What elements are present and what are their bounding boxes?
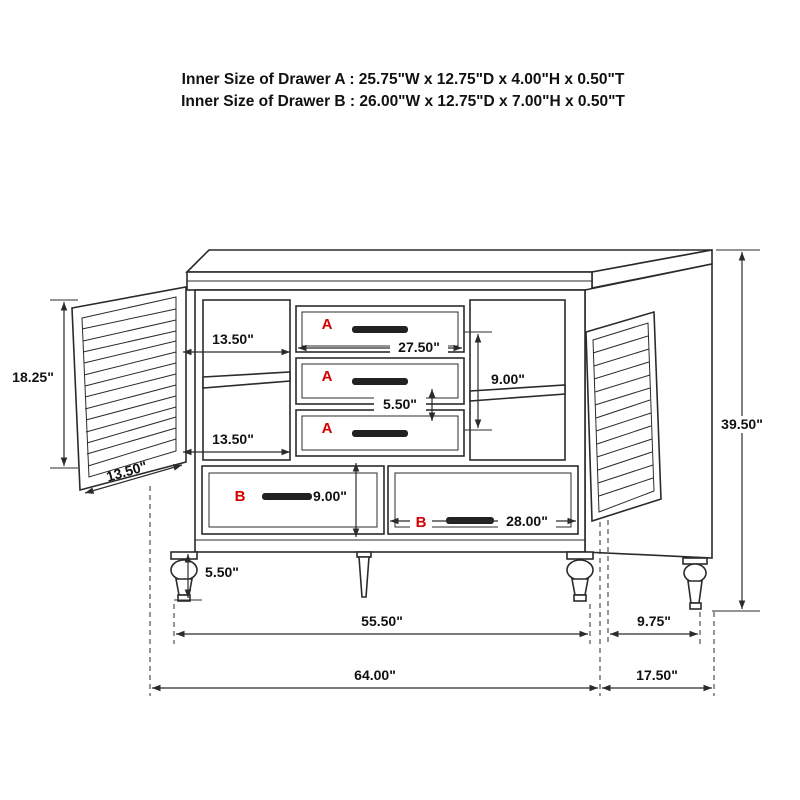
dim-shelf-top-width-text: 13.50": [212, 331, 254, 347]
dim-shelf-bottom-width: 13.50": [183, 431, 290, 456]
left-door-louvers-icon: [81, 308, 177, 467]
dim-total-height: 39.50": [712, 249, 770, 612]
dim-drawer-a-height: 5.50": [374, 389, 436, 421]
dresser-drawing: A A A B: [71, 249, 713, 610]
dim-drawer-stack-height-text: 9.00": [491, 371, 525, 387]
left-cabinet-shelf: [202, 371, 291, 389]
drawer-a2-handle-icon: [352, 378, 408, 385]
left-door-panel: [71, 286, 187, 492]
dim-total-height-text: 39.50": [721, 416, 763, 432]
dim-drawer-a-width: 27.50": [298, 339, 462, 356]
drawer-a3-label: A: [322, 420, 333, 437]
right-cabinet-opening: [469, 299, 566, 461]
dim-shelf-bottom-width-text: 13.50": [212, 431, 254, 447]
drawer-a2-label: A: [322, 368, 333, 385]
dim-drawer-b-width-text: 28.00": [506, 513, 548, 529]
front-right-leg: [566, 551, 594, 602]
dim-leg-span-text: 55.50": [361, 613, 403, 629]
drawer-a1-label: A: [322, 316, 333, 333]
drawer-a3: A: [295, 409, 465, 457]
dim-total-depth-text: 17.50": [636, 667, 678, 683]
drawer-b-left-handle-icon: [262, 493, 312, 500]
right-door-louvers-icon: [592, 335, 654, 497]
middle-leg: [356, 551, 372, 598]
dim-total-depth: 17.50": [602, 612, 715, 696]
back-right-leg: [682, 557, 708, 610]
front-left-leg: [170, 551, 198, 602]
dim-back-leg-offset: 9.75": [607, 520, 701, 644]
dim-door-height-text: 18.25": [12, 369, 54, 385]
right-door: [585, 310, 662, 523]
drawer-b-right-label: B: [416, 514, 427, 531]
dim-drawer-b-width: B 28.00": [390, 513, 576, 531]
dim-back-leg-offset-text: 9.75": [637, 613, 671, 629]
left-door: [71, 286, 187, 492]
title-drawer-b-size: Inner Size of Drawer B : 26.00"W x 12.75…: [181, 93, 625, 110]
dim-leg-height-text: 5.50": [205, 564, 239, 580]
drawer-b-left-label: B: [235, 488, 246, 505]
dim-shelf-top-width: 13.50": [183, 331, 290, 356]
dim-door-height: 18.25": [12, 299, 78, 469]
dim-total-width: 64.00": [149, 486, 601, 696]
dim-drawer-b-height-text: 9.00": [313, 488, 347, 504]
dim-drawer-b-height: 9.00": [313, 463, 360, 537]
dim-drawer-stack-height: 9.00": [464, 331, 525, 431]
right-cabinet-shelf: [469, 384, 566, 402]
dim-total-width-text: 64.00": [354, 667, 396, 683]
title-drawer-a-size: Inner Size of Drawer A : 25.75"W x 12.75…: [182, 71, 625, 88]
dim-drawer-a-height-text: 5.50": [383, 396, 417, 412]
drawer-a1-handle-icon: [352, 326, 408, 333]
dim-drawer-a-width-text: 27.50": [398, 339, 440, 355]
drawer-b-left: B: [201, 465, 385, 535]
dim-leg-span: 55.50": [173, 604, 591, 644]
dim-leg-height: 5.50": [174, 551, 239, 601]
drawer-a3-handle-icon: [352, 430, 408, 437]
